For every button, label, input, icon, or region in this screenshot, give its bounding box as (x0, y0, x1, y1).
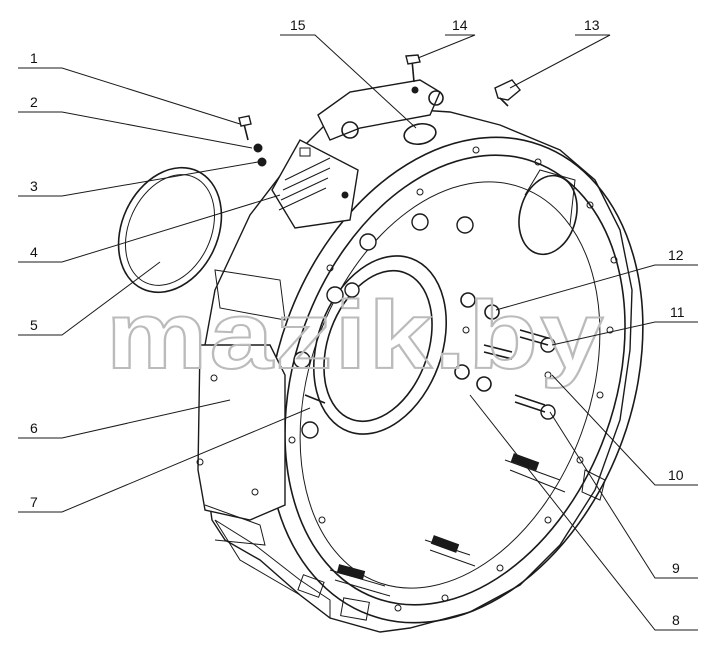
callout-1: 1 (30, 50, 38, 66)
callout-8: 8 (672, 612, 680, 628)
callout-7: 7 (30, 494, 38, 510)
callout-12: 12 (668, 247, 684, 263)
callout-14: 14 (452, 17, 468, 33)
callout-15: 15 (290, 17, 306, 33)
seal-rings (454, 292, 552, 392)
callout-10: 10 (668, 467, 684, 483)
flange-holes (196, 146, 618, 612)
small-bolt (238, 115, 267, 167)
oval-flange (403, 122, 437, 146)
leader-lines (18, 34, 698, 631)
flywheel-housing (196, 79, 644, 633)
gasket-ring (117, 166, 223, 294)
callout-5: 5 (30, 317, 38, 333)
callout-11: 11 (670, 304, 685, 320)
top-bolt (405, 54, 421, 94)
callout-9: 9 (672, 560, 680, 576)
callout-labels: 1 2 3 4 5 6 7 8 9 10 11 12 13 14 15 (30, 17, 685, 628)
callout-6: 6 (30, 420, 38, 436)
callout-2: 2 (30, 94, 38, 110)
inspection-cover (271, 139, 359, 229)
callout-3: 3 (30, 178, 38, 194)
callout-13: 13 (584, 17, 600, 33)
face-bolts (293, 213, 556, 439)
callout-4: 4 (30, 244, 38, 260)
threaded-plug (494, 79, 521, 107)
watermark: mazik.by (106, 282, 606, 389)
